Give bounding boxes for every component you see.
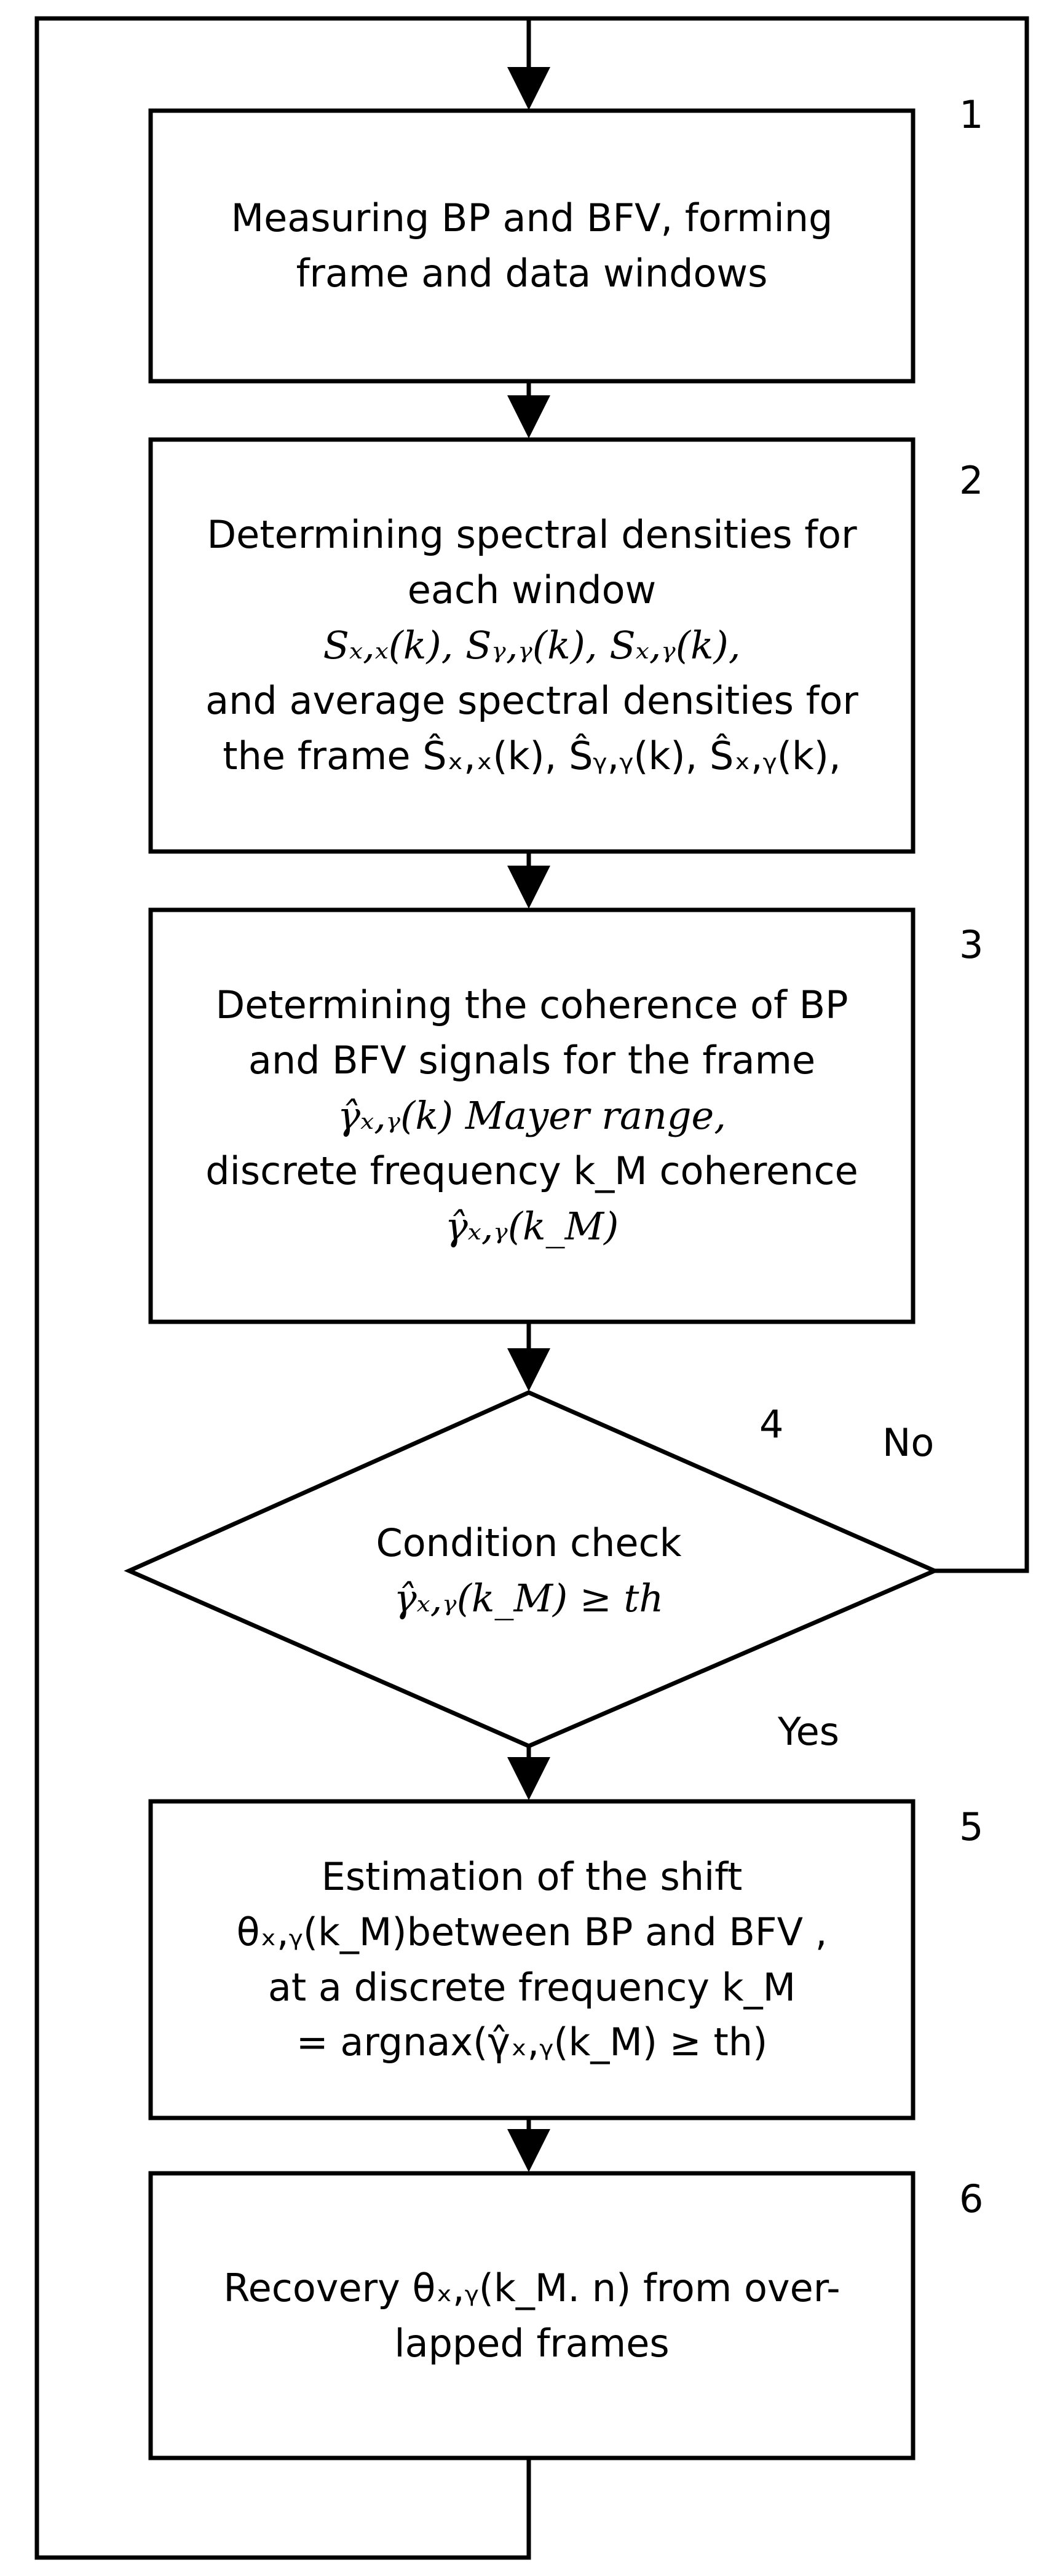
block-3-number: 3 [959, 922, 984, 967]
block-5-number: 5 [959, 1804, 984, 1849]
block-2-line-4: and average spectral densities for [205, 678, 858, 723]
block-1-line-2: frame and data windows [296, 251, 768, 296]
block-2-number: 2 [959, 458, 984, 503]
block-2-line-2: each window [407, 567, 657, 613]
decision-line-1: Condition check [376, 1520, 682, 1566]
block-5-box [148, 1799, 916, 2120]
block-6-number: 6 [959, 2176, 984, 2221]
block-5-line-1: Estimation of the shift [321, 1854, 743, 1899]
block-6-line-2: lapped frames [394, 2320, 670, 2366]
block-5-line-3: at a discrete frequency k_M [267, 1964, 796, 2010]
block-4-number: 4 [759, 1402, 784, 1447]
block-5-text: Estimation of the shift θₓ,ᵧ(k_M)between… [151, 1801, 913, 2118]
block-3-box [148, 907, 916, 1324]
block-3-line-2: and BFV signals for the frame [248, 1038, 816, 1083]
block-3-line-4: discrete frequency k_M coherence [205, 1148, 858, 1193]
block-2-box [148, 437, 916, 854]
loop-left-line [34, 16, 531, 2560]
block-2-text: Determining spectral densities for each … [151, 440, 913, 851]
block-2-line-1: Determining spectral densities for [207, 512, 857, 558]
block-3-text: Determining the coherence of BP and BFV … [151, 910, 913, 1322]
block-5-line-4: = argnax(γ̂ₓ,ᵧ(k_M) ≥ th) [296, 2020, 768, 2065]
block-3-line-5: γ̂ₓ,ᵧ(k_M) [445, 1203, 619, 1249]
block-6-box [148, 2171, 916, 2460]
block-1-line-1: Measuring BP and BFV, forming [231, 196, 833, 241]
block-1-box [148, 108, 916, 384]
block-5-line-2: θₓ,ᵧ(k_M)between BP and BFV , [236, 1909, 828, 1954]
block-3-line-1: Determining the coherence of BP [215, 982, 848, 1028]
block-6-line-1: Recovery θₓ,ᵧ(k_M. n) from over- [223, 2265, 840, 2310]
block-2-line-5: the frame Ŝₓ,ₓ(k), Ŝᵧ,ᵧ(k), Ŝₓ,ᵧ(k), [223, 733, 841, 778]
block-6-text: Recovery θₓ,ᵧ(k_M. n) from over- lapped … [151, 2173, 913, 2458]
decision-line-2: γ̂ₓ,ᵧ(k_M) ≥ th [394, 1576, 664, 1621]
decision-text: Condition check γ̂ₓ,ᵧ(k_M) ≥ th [258, 1476, 799, 1666]
no-label: No [882, 1420, 935, 1465]
block-1-text: Measuring BP and BFV, forming frame and … [151, 111, 913, 381]
block-1-number: 1 [959, 92, 984, 137]
block-3-line-3: γ̂ₓ,ᵧ(k) Mayer range, [338, 1093, 726, 1139]
no-branch-line [529, 16, 1029, 1573]
block-2-line-3: Sₓ,ₓ(k), Sᵧ,ᵧ(k), Sₓ,ᵧ(k), [323, 623, 741, 668]
yes-label: Yes [778, 1709, 840, 1754]
